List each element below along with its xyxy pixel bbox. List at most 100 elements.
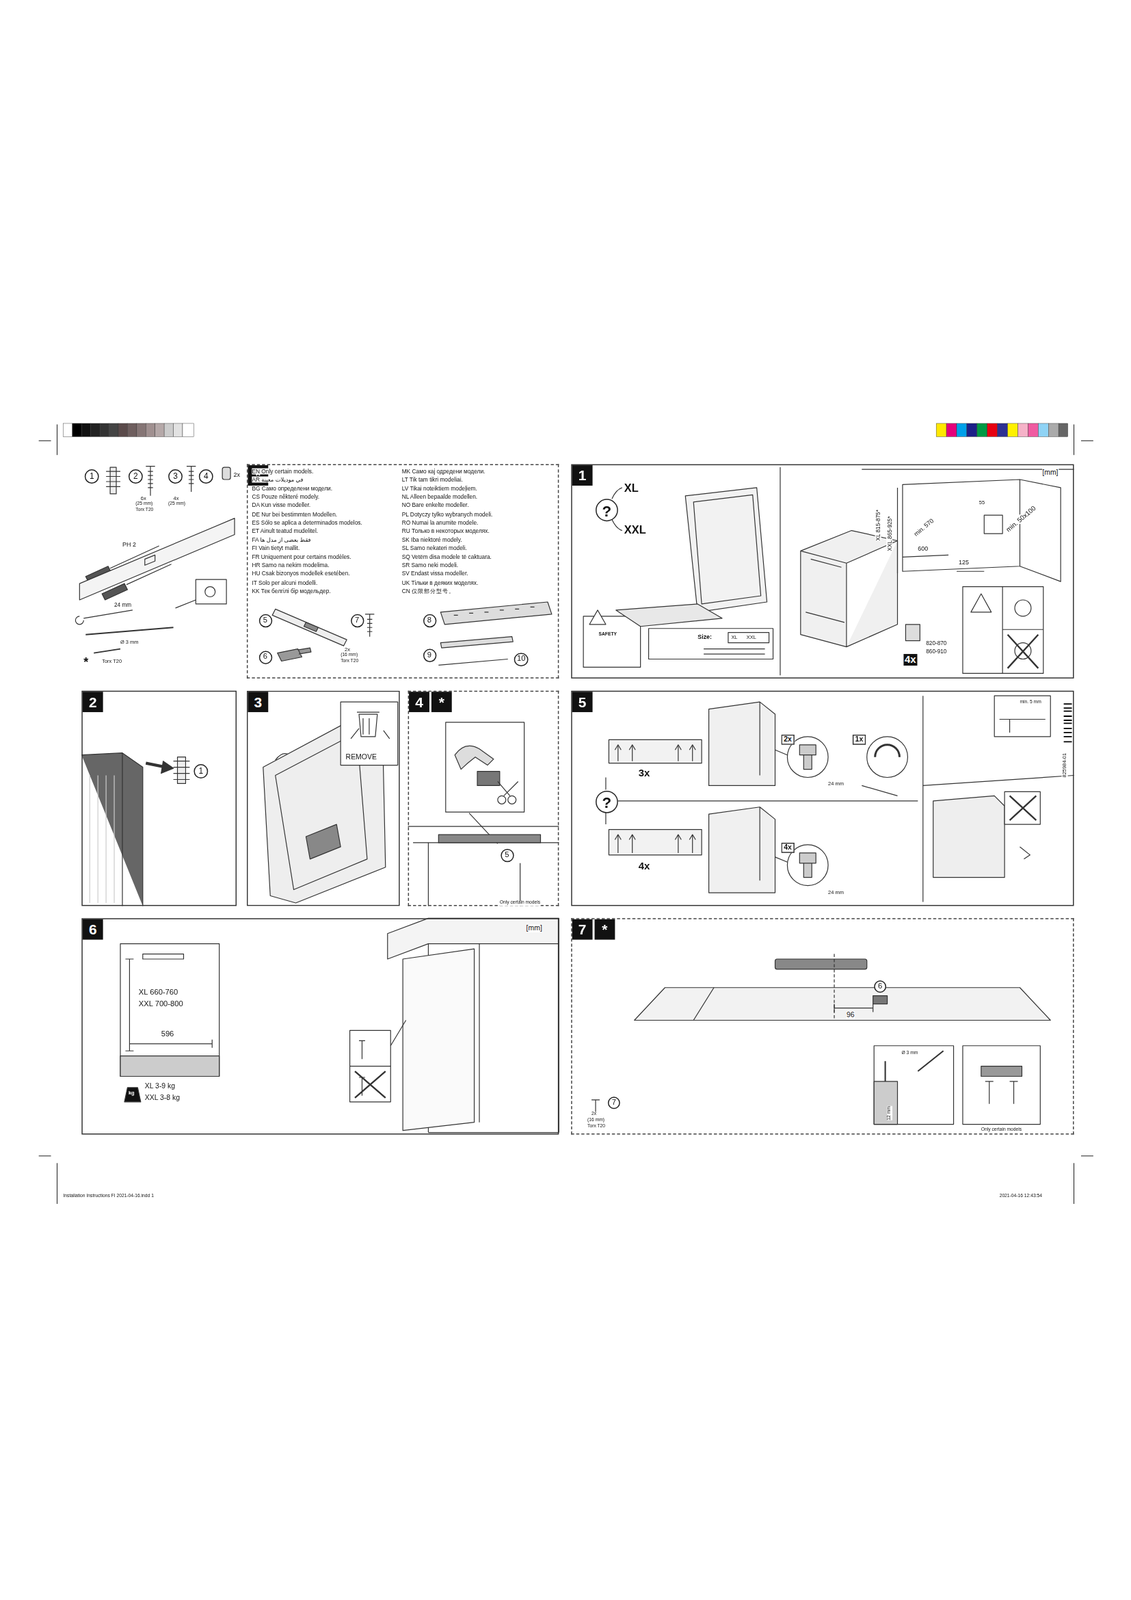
step-panel: 3: [246, 690, 401, 907]
step-number: 1: [572, 464, 593, 486]
step-panel: 5?: [570, 690, 1074, 907]
step-panel: 6: [81, 917, 559, 1134]
label: XL 3-9 kg: [144, 1081, 176, 1090]
callout-number: 7: [350, 613, 364, 627]
label: (25 mm): [135, 501, 153, 507]
language-note: UK Тільки в деяких моделях.: [402, 578, 479, 585]
label: 24 mm: [114, 601, 132, 608]
step-panel: 4*5: [408, 690, 560, 907]
label: 12 mm: [887, 1105, 893, 1121]
callout-number: 7: [607, 1096, 621, 1109]
label: XL 815-875*: [875, 509, 882, 541]
label: 1x: [852, 734, 866, 744]
callout-text: 7: [611, 1098, 617, 1107]
label: 820-870: [925, 639, 947, 646]
callout-text: 6: [263, 653, 268, 661]
language-note: BG Само определени модели.: [251, 484, 333, 491]
language-note: SV Endast vissa modeller.: [402, 570, 469, 577]
language-note: SR Samo neki modeli.: [402, 562, 459, 569]
label: PH 2: [122, 541, 137, 549]
language-note: FI Vain tietyt mallit.: [251, 544, 300, 552]
label: (16 mm): [340, 653, 358, 658]
label: 2x: [233, 471, 241, 478]
callout-number: 5: [258, 613, 272, 627]
step-panel: 21: [81, 690, 237, 907]
language-note: KK Тек белгілі бір модельдер.: [251, 587, 331, 594]
language-note: DE Nur bei bestimmten Modellen.: [251, 510, 338, 517]
label: XXL 865-925*: [886, 516, 893, 552]
label: (25 mm): [168, 501, 186, 507]
language-note: ET Ainult teatud mudelitel.: [251, 527, 318, 535]
label: 3x: [638, 767, 651, 779]
step-number: 5: [572, 691, 593, 712]
callout-number: 5: [500, 847, 514, 861]
step-number: 2: [82, 691, 104, 712]
callout-text: 10: [516, 655, 526, 663]
language-note: SK Iba niektoré modely.: [402, 536, 463, 543]
label: 125: [958, 558, 969, 566]
step-panel: 7*67: [570, 917, 1074, 1134]
callout-number: 6: [873, 979, 887, 993]
label: kg: [127, 1089, 136, 1096]
callout-text: 4: [203, 472, 209, 481]
label: Ø 3 mm: [901, 1050, 918, 1056]
label: [mm]: [526, 923, 543, 932]
language-note: NO Bare enkelte modeller.: [402, 501, 470, 509]
label: Torx T20: [135, 508, 154, 513]
label: Torx T20: [101, 658, 122, 664]
callout-text: ?: [602, 502, 612, 518]
label: 2x: [780, 734, 794, 744]
label: Torx T20: [587, 1124, 606, 1129]
step-number: 7: [572, 919, 593, 940]
callout-number: 2: [128, 469, 143, 484]
callout-text: 1: [198, 767, 204, 776]
label: XXL: [624, 523, 647, 536]
callout-number: 4: [198, 469, 214, 484]
label: 24 mm: [828, 780, 844, 787]
label: 24 mm: [828, 889, 844, 896]
label: XL: [624, 481, 639, 494]
language-note: RO Numai la anumite modele.: [402, 519, 479, 526]
label: 2x: [344, 646, 351, 653]
language-note: EN Only certain models.: [251, 468, 314, 475]
language-note: LT Tik tam tikri modeliai.: [402, 476, 463, 483]
language-note: FR Uniquement pour certains modèles.: [251, 553, 351, 560]
callout-number: 9: [422, 648, 436, 662]
language-note: AR في موديلات معينة: [251, 476, 303, 483]
callout-text: 1: [89, 472, 95, 481]
language-note: NL Alleen bepaalde modellen.: [402, 493, 478, 500]
callout-text: 3: [173, 472, 178, 481]
language-note: CS Pouze některé modely.: [251, 493, 320, 500]
language-note: HR Samo na nekim modelima.: [251, 562, 329, 569]
label: 4x: [638, 859, 651, 871]
label: Size:: [697, 633, 712, 641]
callout-number: 3: [168, 469, 183, 484]
print-footer: 2021-04-16 12:43:54: [999, 1193, 1043, 1199]
label: 600: [917, 545, 928, 553]
label: Only certain models: [499, 900, 541, 906]
label: XL: [730, 633, 738, 640]
callout-text: 6: [877, 982, 883, 991]
label: Torx T20: [340, 658, 359, 664]
label: SAFETY: [598, 632, 617, 638]
step-panel: 1?: [570, 464, 1074, 679]
label: XL 660-760: [138, 988, 178, 997]
callout-text: 8: [427, 616, 432, 624]
label: *: [83, 655, 89, 670]
label: XXL 700-800: [138, 999, 184, 1008]
label: 55: [979, 499, 985, 506]
label: XXL: [746, 633, 757, 640]
label: 2x: [591, 1111, 597, 1117]
callout-number: 6: [258, 650, 272, 664]
callout-number: 1: [84, 469, 100, 484]
optional-marker: *: [431, 691, 452, 712]
label: min. 570: [912, 516, 936, 538]
language-note: SQ Vetëm disa modele të caktuara.: [402, 553, 492, 560]
question-circle: ?: [595, 498, 619, 522]
callout-text: 5: [263, 616, 268, 624]
language-note: MK Само кај одредени модели.: [402, 468, 486, 475]
callout-number: 8: [422, 613, 436, 627]
step-number: 6: [82, 919, 104, 940]
language-note: LV Tikai noteiktiem modeļiem.: [402, 484, 478, 491]
